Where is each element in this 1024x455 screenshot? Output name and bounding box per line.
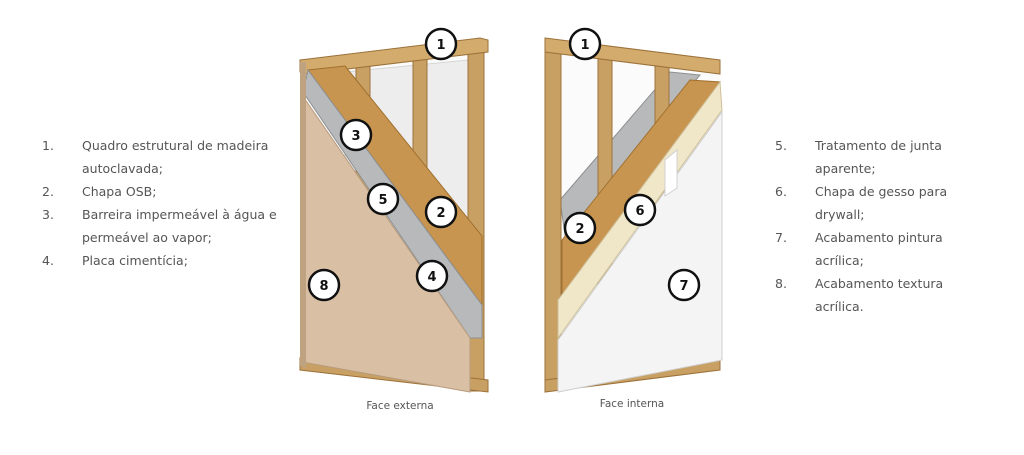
external-marker-4: 4 [415, 259, 449, 293]
marker-circle [415, 259, 449, 293]
marker-label: 2 [436, 206, 445, 221]
marker-circle [563, 211, 597, 245]
internal-marker-2: 2 [563, 211, 597, 245]
marker-circle [366, 182, 400, 216]
caption-internal: Face interna [599, 398, 665, 410]
marker-label: 8 [319, 279, 328, 294]
legend-left: 1. Quadro estrutural de madeira autoclav… [42, 134, 282, 272]
legend-number: 1. [42, 138, 54, 153]
marker-label: 2 [575, 222, 584, 237]
legend-text: Chapa OSB; [82, 184, 157, 199]
marker-circle [307, 268, 341, 302]
legend-right: 5. Tratamento de junta aparente; 6. Chap… [775, 134, 995, 318]
marker-circle [623, 193, 657, 227]
external-marker-5: 5 [366, 182, 400, 216]
legend-number: 2. [42, 184, 54, 199]
legend-text: Tratamento de junta aparente; [815, 138, 942, 176]
internal-marker-7: 7 [667, 268, 701, 302]
external-marker-1: 1 [424, 27, 458, 61]
marker-label: 1 [436, 38, 445, 53]
marker-label: 3 [351, 129, 360, 144]
external-marker-8: 8 [307, 268, 341, 302]
external-wall [299, 37, 489, 393]
external-marker-2: 2 [424, 195, 458, 229]
legend-number: 6. [775, 184, 787, 199]
legend-text: Barreira impermeável à água e permeável … [82, 207, 277, 245]
caption-external: Face externa [366, 400, 434, 412]
legend-item: 8. Acabamento textura acrílica. [775, 272, 995, 318]
left-edge [300, 62, 306, 368]
marker-circle [424, 195, 458, 229]
membrane-patch [664, 148, 678, 197]
internal-marker-6: 6 [623, 193, 657, 227]
legend-item: 2. Chapa OSB; [42, 180, 282, 203]
marker-label: 1 [580, 38, 589, 53]
legend-text: Acabamento textura acrílica. [815, 276, 944, 314]
legend-item: 5. Tratamento de junta aparente; [775, 134, 995, 180]
legend-number: 5. [775, 138, 787, 153]
legend-number: 4. [42, 253, 54, 268]
legend-item: 4. Placa cimentícia; [42, 249, 282, 272]
marker-label: 6 [635, 204, 644, 219]
marker-circle [568, 27, 602, 61]
marker-label: 7 [679, 279, 688, 294]
internal-marker-1: 1 [568, 27, 602, 61]
marker-circle [424, 27, 458, 61]
legend-text: Placa cimentícia; [82, 253, 188, 268]
legend-text: Chapa de gesso para drywall; [815, 184, 948, 222]
legend-item: 3. Barreira impermeável à água e permeáv… [42, 203, 282, 249]
legend-item: 1. Quadro estrutural de madeira autoclav… [42, 134, 282, 180]
marker-circle [667, 268, 701, 302]
legend-text: Acabamento pintura acrílica; [815, 230, 943, 268]
external-marker-3: 3 [339, 118, 373, 152]
marker-label: 5 [378, 193, 387, 208]
marker-label: 4 [427, 270, 436, 285]
legend-item: 6. Chapa de gesso para drywall; [775, 180, 995, 226]
legend-number: 3. [42, 207, 54, 222]
legend-item: 7. Acabamento pintura acrílica; [775, 226, 995, 272]
legend-text: Quadro estrutural de madeira autoclavada… [82, 138, 269, 176]
legend-number: 8. [775, 276, 787, 291]
marker-circle [339, 118, 373, 152]
legend-number: 7. [775, 230, 787, 245]
